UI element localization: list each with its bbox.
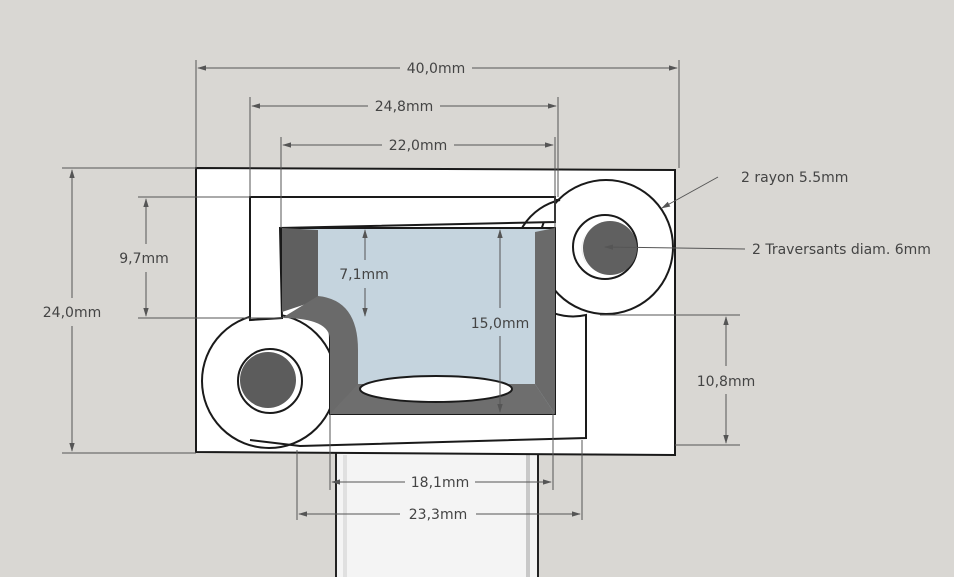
dim-pocket-step: 7,1mm	[339, 267, 389, 283]
callout-radius: 2 rayon 5.5mm	[741, 170, 848, 186]
dim-overall-width: 40,0mm	[407, 61, 465, 77]
dim-bottom-width: 18,1mm	[411, 475, 469, 491]
callout-holes: 2 Traversants diam. 6mm	[752, 242, 931, 258]
dim-height-left: 9,7mm	[119, 251, 169, 267]
pocket	[281, 227, 556, 415]
dim-bottom-outer-width: 23,3mm	[409, 507, 467, 523]
dim-inner-outer-width: 24,8mm	[375, 99, 433, 115]
hole-left	[237, 348, 303, 414]
dimension-labels: 40,0mm 24,8mm 22,0mm 24,0mm 9,7mm 7,1mm …	[43, 61, 931, 523]
dim-pocket-height: 15,0mm	[471, 316, 529, 332]
extension-lines	[62, 60, 740, 520]
dim-pocket-width: 22,0mm	[389, 138, 447, 154]
dimension-lines	[69, 65, 746, 517]
dim-right-height: 10,8mm	[697, 374, 755, 390]
dim-overall-height: 24,0mm	[43, 305, 101, 321]
